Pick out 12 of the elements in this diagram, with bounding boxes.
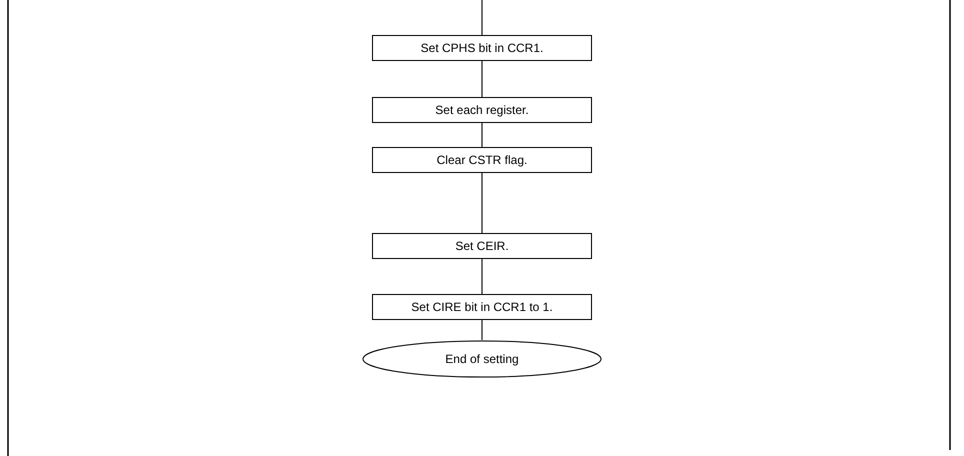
step-text: Clear CSTR flag. [436,152,528,169]
process-box [372,233,592,259]
terminal-ellipse [362,340,602,378]
step-text: Set CPHS bit in CCR1. [420,40,544,57]
step-text: End of setting [445,351,519,368]
step-text: Set CIRE bit in CCR1 to 1. [411,299,553,316]
step-text: Set each register. [435,102,529,119]
process-box [372,35,592,61]
step-text: Set CEIR. [455,238,509,255]
process-box [372,147,592,173]
process-box [372,97,592,123]
process-box [372,294,592,320]
